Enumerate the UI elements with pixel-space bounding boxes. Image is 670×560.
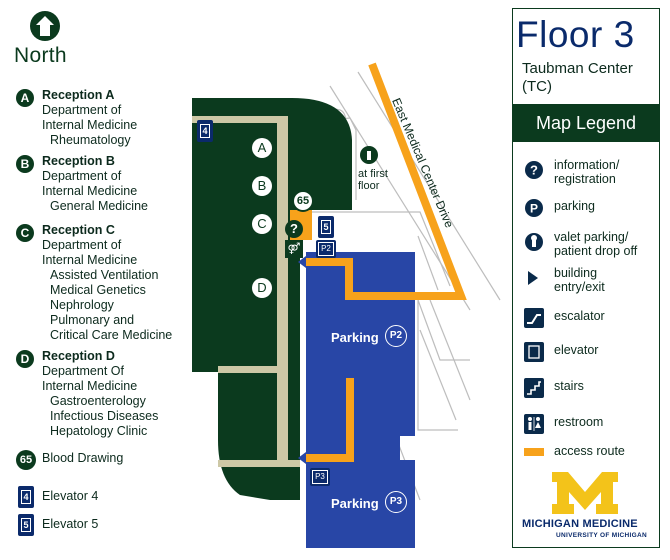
parking-p3-label: Parking	[331, 496, 379, 511]
building-entry-icon	[298, 256, 306, 268]
reception-c-entry: C Reception C Department of Internal Med…	[16, 223, 172, 343]
information-icon: ?	[524, 160, 544, 180]
elevator-5-entry: 5 Elevator 5	[16, 514, 99, 536]
reception-line: Department of	[42, 169, 122, 183]
svg-text:P: P	[530, 202, 538, 216]
map-elevator-5-icon: 5	[318, 216, 334, 238]
elevator-icon	[524, 342, 544, 362]
reception-sub: Critical Care Medicine	[50, 328, 173, 342]
reception-a-badge: A	[16, 89, 34, 107]
reception-b-entry: B Reception B Department of Internal Med…	[16, 154, 148, 214]
reception-c-badge: C	[16, 224, 34, 242]
reception-line: Department of	[42, 238, 122, 252]
reception-line: Internal Medicine	[42, 118, 138, 132]
parking-p2-area	[306, 252, 415, 470]
parking-p2-label: Parking	[331, 330, 379, 345]
building-entry-icon	[298, 452, 306, 464]
legend-item-escalator: escalator	[524, 306, 654, 328]
legend-item-information: ? information/ registration	[524, 158, 654, 186]
reception-sub: Hepatology Clinic	[50, 424, 148, 438]
svg-text:?: ?	[530, 163, 538, 178]
map-marker-a: A	[252, 138, 272, 158]
legend-title: Map Legend	[513, 104, 659, 142]
reception-sub: Rheumatology	[50, 133, 131, 147]
valet-parking-icon	[524, 232, 544, 252]
blood-drawing-badge: 65	[16, 450, 36, 470]
floor-title: Floor 3	[516, 14, 635, 55]
corridor	[192, 116, 300, 467]
reception-line: Department Of	[42, 364, 124, 378]
legend-item-valet: valet parking/ patient drop off	[524, 230, 654, 258]
reception-sub: Gastroenterology	[50, 394, 146, 408]
legend-item-restroom: restroom	[524, 412, 654, 434]
brand-name: MICHIGAN MEDICINE	[522, 518, 638, 530]
reception-title: Reception A	[42, 88, 115, 102]
north-label: North	[14, 44, 67, 67]
elevator-4-entry: 4 Elevator 4	[16, 486, 99, 508]
reception-sub: Medical Genetics	[50, 283, 146, 297]
elevator-label: Elevator 4	[42, 489, 99, 503]
information-icon: ?	[285, 220, 303, 238]
reception-d-entry: D Reception D Department Of Internal Med…	[16, 349, 158, 439]
reception-sub: Nephrology	[50, 298, 114, 312]
parking-p3-badge: P3	[385, 491, 407, 513]
reception-line: Department of	[42, 103, 122, 117]
reception-title: Reception C	[42, 223, 115, 237]
legend-item-stairs: stairs	[524, 376, 654, 398]
building-entry-icon	[524, 268, 544, 288]
map-blood-drawing-marker: 65	[292, 190, 314, 212]
north-arrow-icon	[30, 11, 60, 41]
parking-p2-badge: P2	[385, 325, 407, 347]
access-route-icon	[524, 448, 544, 456]
map-elevator-4-icon: 4	[197, 120, 213, 142]
reception-a-entry: A Reception A Department of Internal Med…	[16, 88, 137, 148]
legend-item-entry: building entry/exit	[524, 266, 654, 294]
reception-sub: Pulmonary and	[50, 313, 135, 327]
map-marker-c: C	[252, 214, 272, 234]
restroom-icon: ⚤	[285, 240, 303, 258]
elevator-icon: 4	[18, 486, 34, 508]
legend-item-access-route: access route	[524, 444, 654, 458]
map-parking-p2-small-icon: P2	[316, 240, 336, 258]
blood-drawing-label: Blood Drawing	[42, 451, 124, 465]
building-name: Taubman Center (TC)	[522, 60, 633, 95]
reception-sub: Assisted Ventilation	[50, 268, 159, 282]
reception-d-badge: D	[16, 350, 34, 368]
legend-item-parking: P parking	[524, 196, 654, 217]
reception-line: Internal Medicine	[42, 253, 138, 267]
valet-parking-icon	[360, 146, 378, 164]
reception-b-badge: B	[16, 155, 34, 173]
access-route	[306, 62, 467, 462]
stairs-icon	[524, 378, 544, 398]
map-marker-b: B	[252, 176, 272, 196]
reception-line: Internal Medicine	[42, 379, 138, 393]
michigan-m-logo	[552, 472, 618, 514]
reception-sub: General Medicine	[50, 199, 148, 213]
restroom-icon	[524, 414, 544, 434]
elevator-icon: 5	[18, 514, 34, 536]
elevator-label: Elevator 5	[42, 517, 99, 531]
map-marker-d: D	[252, 278, 272, 298]
parking-icon: P	[524, 198, 544, 218]
blood-drawing-entry: 65 Blood Drawing	[16, 449, 124, 470]
brand-subname: UNIVERSITY OF MICHIGAN	[556, 532, 647, 539]
reception-title: Reception B	[42, 154, 115, 168]
reception-title: Reception D	[42, 349, 115, 363]
map-parking-p3-small-icon: P3	[310, 468, 330, 486]
reception-sub: Infectious Diseases	[50, 409, 159, 423]
escalator-icon	[524, 308, 544, 328]
parking-p3-area	[306, 460, 415, 548]
reception-line: Internal Medicine	[42, 184, 138, 198]
valet-note: at first floor	[358, 168, 388, 192]
legend-item-elevator: elevator	[524, 340, 654, 362]
